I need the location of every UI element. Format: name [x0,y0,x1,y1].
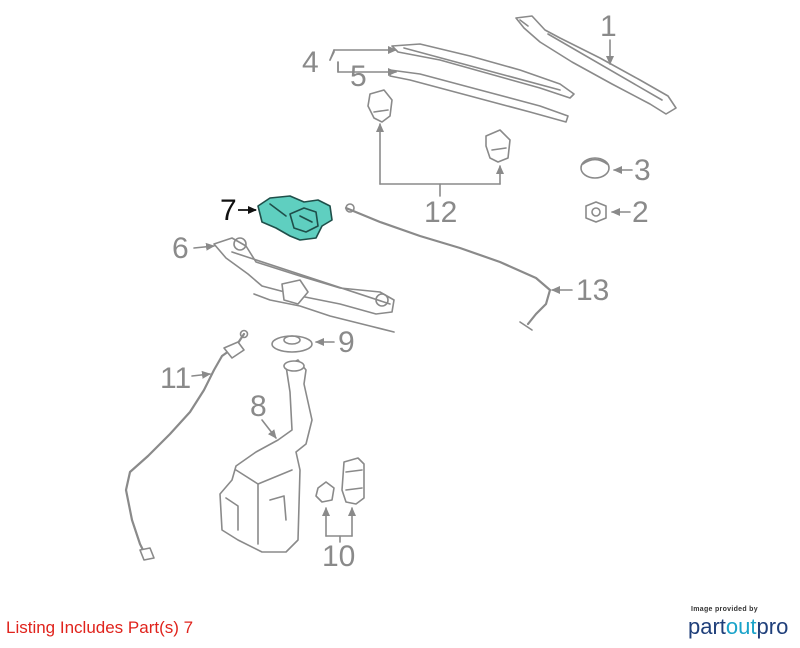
part-9-grommet [271,335,313,353]
part-10-washer-pump [315,457,365,505]
callout-11: 11 [160,362,191,395]
callout-7: 7 [220,194,237,227]
brand-out-text: out [725,614,757,639]
part-8-washer-reservoir [219,359,313,553]
part-3-cap [580,157,610,179]
callout-12: 12 [424,196,457,229]
leader-lines [191,39,633,543]
part-1-wiper-arm [515,15,677,115]
part-13-washer-hose [344,203,552,331]
brand-pro-text: pro [756,614,789,639]
part-5-blade-insert [389,69,569,123]
callout-2: 2 [632,196,649,229]
part-7-wiper-motor [257,195,333,241]
part-6-wiper-linkage [213,237,395,333]
callout-3: 3 [634,154,651,187]
partoutpro-logo: partoutpro [688,614,788,640]
callout-10: 10 [322,540,355,573]
image-credit-caption: Image provided by [691,606,758,613]
callout-8: 8 [250,390,267,423]
listing-includes-text: Listing Includes Part(s) 7 [6,618,194,637]
part-4-wiper-blade [391,43,575,99]
callout-9: 9 [338,326,355,359]
callout-labels: 1 2 3 4 5 6 7 8 9 10 11 12 13 [160,10,651,573]
callout-6: 6 [172,232,189,265]
callout-4: 4 [302,46,319,79]
part-2-nut [585,201,607,223]
brand-part-text: part [688,614,726,639]
callout-13: 13 [576,274,609,307]
part-11-washer-hose [124,329,249,561]
callout-1: 1 [600,10,617,43]
part-12-washer-nozzles [367,89,511,163]
callout-5: 5 [350,60,367,93]
